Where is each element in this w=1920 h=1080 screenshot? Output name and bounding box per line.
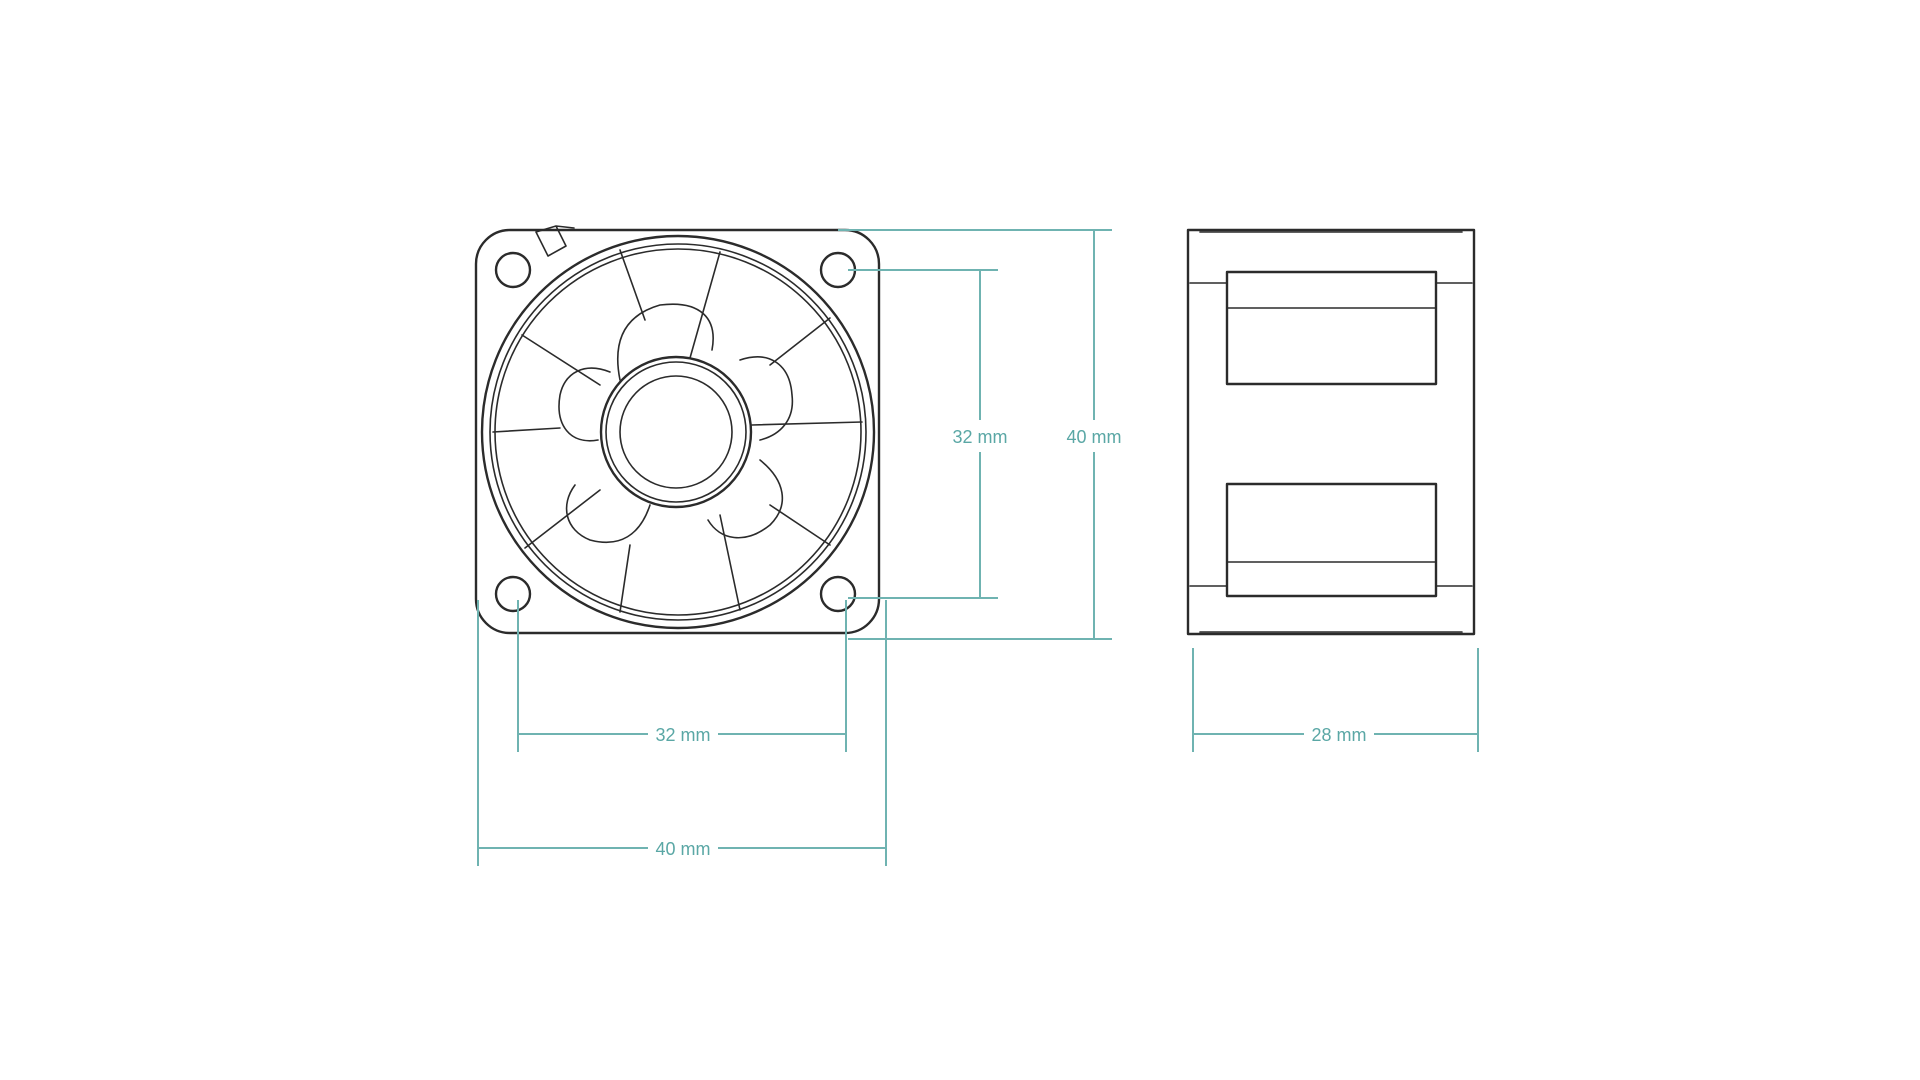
fan-hub-rim xyxy=(605,361,747,503)
side-lower-window xyxy=(1225,482,1438,598)
dimension-lines xyxy=(477,229,1479,866)
fan-hub-center xyxy=(619,375,733,489)
mounting-hole-bottom-right xyxy=(819,575,857,613)
dimension-label-front-height: 40 mm xyxy=(1066,427,1121,447)
mounting-hole-bottom-left xyxy=(494,575,532,613)
dimension-label-front-hole-vertical: 32 mm xyxy=(952,427,1007,447)
dimension-label-front-width: 40 mm xyxy=(655,839,710,859)
fan-shroud-outer xyxy=(480,234,876,630)
fan-side-view xyxy=(1186,228,1476,636)
side-body-outline xyxy=(1186,228,1476,636)
fan-hub-outer xyxy=(599,355,753,509)
fan-shroud-inner xyxy=(489,243,867,621)
side-upper-window xyxy=(1225,270,1438,386)
cable-notch xyxy=(535,225,575,257)
fan-frame-outline xyxy=(474,228,881,635)
dimension-label-side-depth: 28 mm xyxy=(1311,725,1366,745)
dimension-label-front-hole-horizontal: 32 mm xyxy=(655,725,710,745)
fan-guard-spokes xyxy=(492,249,863,613)
mounting-hole-top-left xyxy=(494,251,532,289)
fan-blades xyxy=(558,303,794,544)
fan-front-view xyxy=(474,225,881,635)
